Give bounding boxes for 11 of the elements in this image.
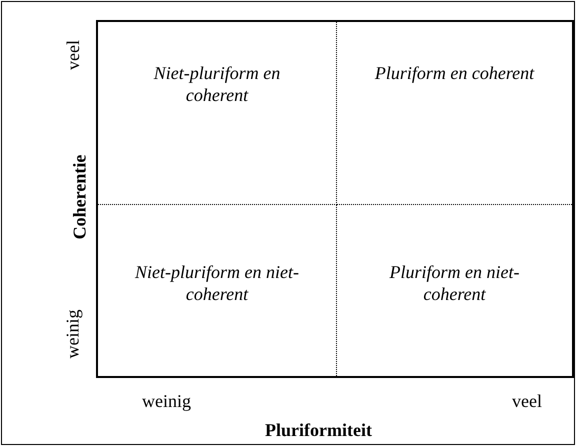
axis-tick-label: veel (63, 40, 83, 70)
axis-tick-label: veel (512, 391, 542, 411)
quadrant-label: Pluriform en coherent (374, 62, 536, 84)
axis-title: Coherentie (69, 154, 90, 240)
quadrant-label: Pluriform en niet-coherent (388, 261, 520, 305)
axis-tick-label: weinig (142, 391, 191, 411)
matrix-quadrant (98, 22, 337, 205)
axis-tick-label: weinig (62, 310, 82, 358)
quadrant-label: Niet-pluriform en coherent (152, 62, 282, 106)
axis-title: Pluriformiteit (265, 420, 372, 440)
quadrant-label: Niet-pluriform en niet-coherent (134, 261, 300, 305)
